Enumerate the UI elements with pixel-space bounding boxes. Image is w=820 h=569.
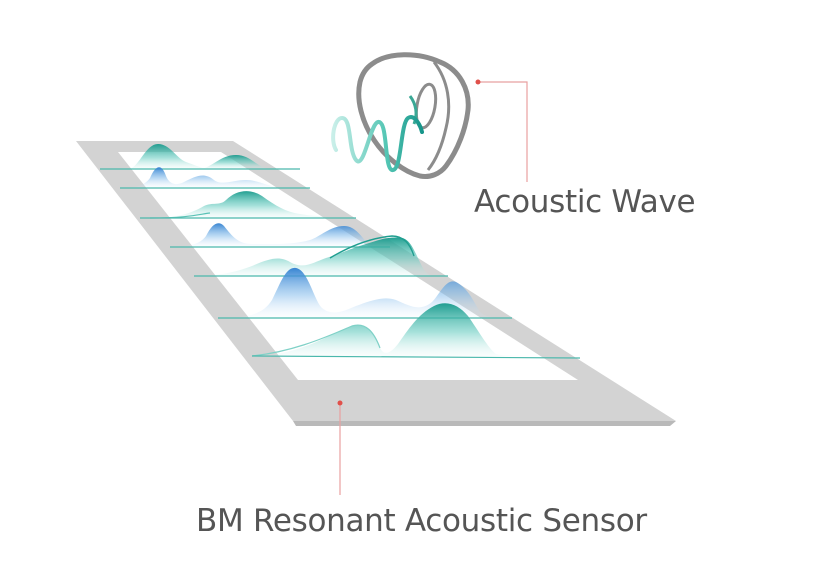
sensor-label: BM Resonant Acoustic Sensor bbox=[196, 503, 647, 539]
sensor-pointer bbox=[337, 400, 343, 495]
leader-line bbox=[478, 81, 528, 182]
leader-dot bbox=[475, 79, 481, 85]
wave-strip-4 bbox=[170, 223, 390, 248]
wave-strip-3 bbox=[140, 191, 356, 219]
wave-baseline bbox=[251, 355, 581, 359]
resonance-waves bbox=[100, 144, 581, 359]
wave-peak bbox=[194, 237, 446, 277]
wave-strip-2 bbox=[120, 167, 310, 189]
wave-strip-7 bbox=[251, 303, 581, 359]
wave-outline bbox=[329, 235, 415, 259]
wave-peak bbox=[120, 167, 282, 188]
wave-strip-1 bbox=[100, 144, 300, 170]
wave-outline bbox=[251, 324, 381, 357]
wave-peak bbox=[252, 303, 540, 356]
wave-peak bbox=[150, 191, 330, 218]
sound-wave-icon bbox=[331, 115, 424, 172]
acoustic-wave-label: Acoustic Wave bbox=[474, 184, 696, 220]
leader-dot bbox=[337, 400, 343, 406]
wave-peak bbox=[100, 144, 226, 170]
wave-peak bbox=[170, 223, 380, 247]
plate-edge bbox=[293, 421, 676, 426]
speaker-rim bbox=[426, 61, 451, 171]
wave-strip-5 bbox=[194, 235, 448, 277]
acoustic-wave-pointer bbox=[475, 79, 528, 182]
wave-peak bbox=[200, 155, 268, 169]
